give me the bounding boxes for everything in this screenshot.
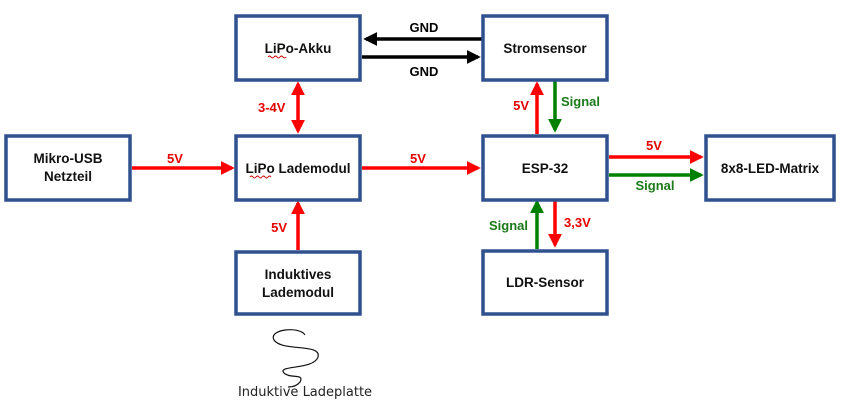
lipo-akku-label: LiPo-Akku <box>265 41 332 56</box>
mikro-usb-netzteil-box: Mikro-USB Netzteil <box>4 134 132 202</box>
induktives-label-line2: Lademodul <box>262 285 334 300</box>
label-ldr-signal: Signal <box>489 218 528 233</box>
induktives-label-line1: Induktives <box>265 267 332 282</box>
lipo-lademodul-box: LiPo Lademodul <box>234 134 362 202</box>
esp32-label: ESP-32 <box>522 161 569 176</box>
label-strom-signal: Signal <box>561 94 600 109</box>
label-induktiv-5v: 5V <box>271 220 287 235</box>
label-usb-5v: 5V <box>167 151 183 166</box>
ldr-sensor-label: LDR-Sensor <box>506 275 585 290</box>
mikro-usb-label-line2: Netzteil <box>44 169 92 184</box>
stromsensor-label: Stromsensor <box>503 41 587 56</box>
induktives-lademodul-box: Induktives Lademodul <box>234 250 362 316</box>
induction-coil-icon <box>272 329 319 388</box>
label-matrix-signal: Signal <box>635 178 674 193</box>
led-matrix-label: 8x8-LED-Matrix <box>721 161 820 176</box>
esp32-box: ESP-32 <box>481 134 609 202</box>
induktive-ladeplatte-caption: Induktive Ladeplatte <box>238 385 372 400</box>
label-lade-esp-5v: 5V <box>410 151 426 166</box>
ldr-sensor-box: LDR-Sensor <box>481 249 609 316</box>
lipo-akku-box: LiPo-Akku <box>234 14 362 82</box>
label-matrix-5v: 5V <box>646 138 662 153</box>
label-ldr-3-3v: 3,3V <box>564 215 591 230</box>
stromsensor-box: Stromsensor <box>481 14 609 82</box>
gnd-label-bottom: GND <box>410 64 439 79</box>
gnd-label-top: GND <box>410 20 439 35</box>
label-strom-5v: 5V <box>513 98 529 113</box>
mikro-usb-label-line1: Mikro-USB <box>33 151 102 166</box>
lipo-lademodul-label: LiPo Lademodul <box>245 161 350 176</box>
led-matrix-box: 8x8-LED-Matrix <box>704 134 836 202</box>
label-3-4v: 3-4V <box>258 100 286 115</box>
